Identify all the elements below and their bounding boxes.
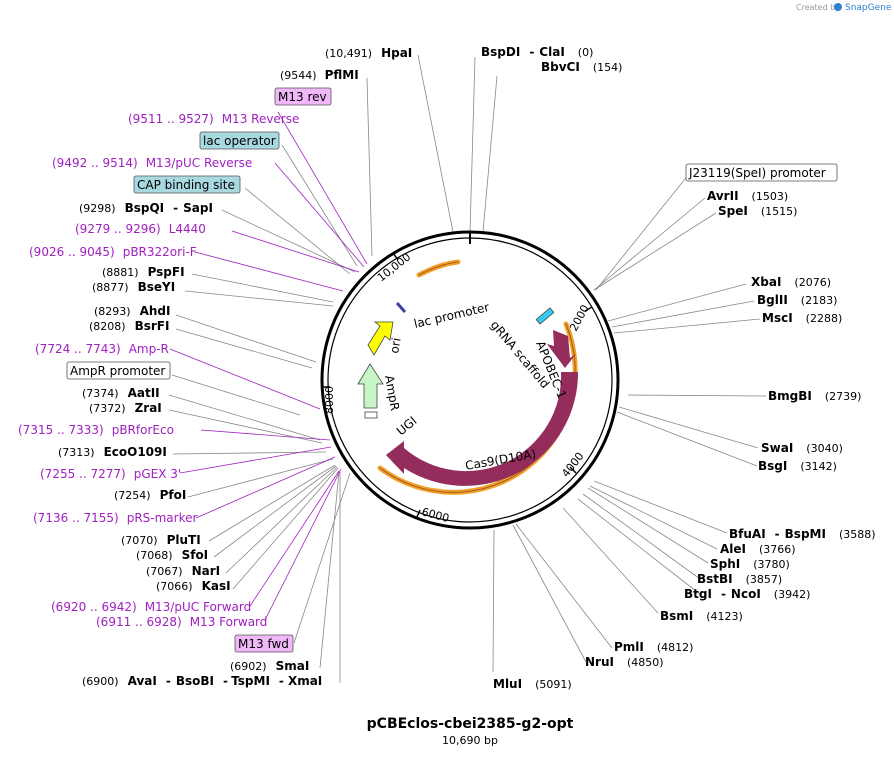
lac-promoter-label: lac promoter bbox=[413, 300, 491, 331]
ori-label: ori bbox=[387, 337, 403, 355]
tick-8000-label: 8000 bbox=[323, 386, 336, 414]
site-aatii: (7374)AatII bbox=[82, 386, 160, 400]
site-mlui: MluI(5091) bbox=[493, 677, 572, 691]
ampr-promoter-box-label: AmpR promoter bbox=[70, 364, 165, 378]
site-avrii: AvrII(1503) bbox=[707, 189, 788, 203]
snapgene-brand: SnapGene bbox=[845, 3, 892, 13]
site-kasi: (7066)KasI bbox=[156, 579, 231, 593]
ugi-label: UGI bbox=[394, 414, 420, 439]
site-bbvci: BbvCI(154) bbox=[541, 60, 622, 74]
lac-operator-box bbox=[199, 131, 280, 150]
primer-prs-marker: (7136 .. 7155)pRS-marker bbox=[33, 511, 197, 525]
site-bseyi: (8877)BseYI bbox=[92, 280, 175, 294]
site-bmgbi: BmgBI(2739) bbox=[768, 389, 861, 403]
site-bstbi: BstBI(3857) bbox=[697, 572, 782, 586]
site-msci: MscI(2288) bbox=[762, 311, 842, 325]
site-bspdi-clai: BspDI-ClaI(0) bbox=[481, 45, 593, 59]
ampr-promoter-marker bbox=[364, 411, 378, 419]
j23119-promoter-box-label: J23119(SpeI) promoter bbox=[688, 166, 826, 180]
site-ecoo109i: (7313)EcoO109I bbox=[58, 445, 167, 459]
site-pmli: PmlI(4812) bbox=[614, 640, 693, 654]
site-bsmi: BsmI(4123) bbox=[660, 609, 743, 623]
site-spei: SpeI(1515) bbox=[718, 204, 797, 218]
primer-pbrforeco: (7315 .. 7333)pBRforEco bbox=[18, 423, 174, 437]
primer-m13-forward: (6911 .. 6928)M13 Forward bbox=[96, 615, 267, 629]
primer-amp-r: (7724 .. 7743)Amp-R bbox=[35, 342, 169, 356]
m13-rev-box-label: M13 rev bbox=[278, 90, 327, 104]
site-pspfi: (8881)PspFI bbox=[102, 265, 185, 279]
site-avai-group: (6900)AvaI-BsoBI-TspMI-XmaI bbox=[82, 674, 322, 688]
site-zrai: (7372)ZraI bbox=[89, 401, 162, 415]
site-sphi: SphI(3780) bbox=[710, 557, 790, 571]
site-bglii: BglII(2183) bbox=[757, 293, 837, 307]
primer-m13-reverse: (9511 .. 9527)M13 Reverse bbox=[128, 112, 299, 126]
plasmid-title: pCBEclos-cbei2385-g2-opt bbox=[367, 716, 574, 732]
grna-scaffold-marker bbox=[535, 307, 555, 325]
primer-l4440: (9279 .. 9296)L4440 bbox=[75, 222, 206, 236]
site-nari: (7067)NarI bbox=[146, 564, 220, 578]
tick-2000-label: 2000 bbox=[567, 303, 592, 334]
site-ahdi: (8293)AhdI bbox=[94, 304, 170, 318]
cas9-d10a-arrow bbox=[386, 372, 579, 486]
cap-binding-site-box bbox=[133, 175, 241, 194]
site-smai: (6902)SmaI bbox=[230, 659, 309, 673]
site-btgi-ncoi: BtgI-NcoI(3942) bbox=[684, 587, 810, 601]
cap-binding-site-box-label: CAP binding site bbox=[137, 178, 235, 192]
snapgene-logo-icon bbox=[834, 3, 842, 11]
site-pfoi: (7254)PfoI bbox=[114, 488, 186, 502]
m13-fwd-box bbox=[234, 634, 294, 653]
j23119-promoter-box bbox=[685, 163, 838, 182]
site-bsgi: BsgI(3142) bbox=[758, 459, 837, 473]
primer-m13-puc-forward: (6920 .. 6942)M13/pUC Forward bbox=[51, 600, 251, 614]
site-swai: SwaI(3040) bbox=[761, 441, 843, 455]
site-hpai: (10,491)HpaI bbox=[325, 46, 412, 60]
site-nrui: NruI(4850) bbox=[585, 655, 664, 669]
apobec-1-arrow bbox=[547, 330, 576, 368]
top-binding-arc bbox=[416, 259, 461, 278]
primer-connector-lines bbox=[169, 111, 368, 621]
lac-operator-box-label: lac operator bbox=[203, 134, 276, 148]
lac-operator-marker bbox=[395, 302, 407, 313]
plasmid-length: 10,690 bp bbox=[442, 734, 498, 747]
site-bfuai-bspmi: BfuAI-BspMI(3588) bbox=[729, 527, 876, 541]
site-xbai: XbaI(2076) bbox=[751, 275, 831, 289]
ori-arrow bbox=[367, 321, 394, 356]
site-bspqi-sapi: (9298)BspQI-SapI bbox=[79, 201, 213, 215]
ugi-arrow bbox=[387, 445, 404, 461]
ampr-arrow bbox=[357, 363, 384, 409]
site-bsrfi: (8208)BsrFI bbox=[89, 319, 169, 333]
ampr-promoter-box bbox=[66, 361, 171, 380]
site-sfoi: (7068)SfoI bbox=[136, 548, 208, 562]
site-pflmi: (9544)PflMI bbox=[280, 68, 359, 82]
site-alei: AleI(3766) bbox=[720, 542, 796, 556]
primer-m13-puc-reverse: (9492 .. 9514)M13/pUC Reverse bbox=[52, 156, 252, 170]
primer-pgex-3: (7255 .. 7277)pGEX 3' bbox=[40, 467, 181, 481]
m13-fwd-box-label: M13 fwd bbox=[238, 637, 289, 651]
m13-rev-box bbox=[274, 87, 332, 106]
primer-pbr322ori-f: (9026 .. 9045)pBR322ori-F bbox=[29, 245, 197, 259]
ampr-label: AmpR bbox=[382, 374, 402, 412]
tick-marks bbox=[322, 252, 593, 518]
created-by-label: Created by bbox=[796, 3, 840, 12]
site-pluti: (7070)PluTI bbox=[121, 533, 201, 547]
